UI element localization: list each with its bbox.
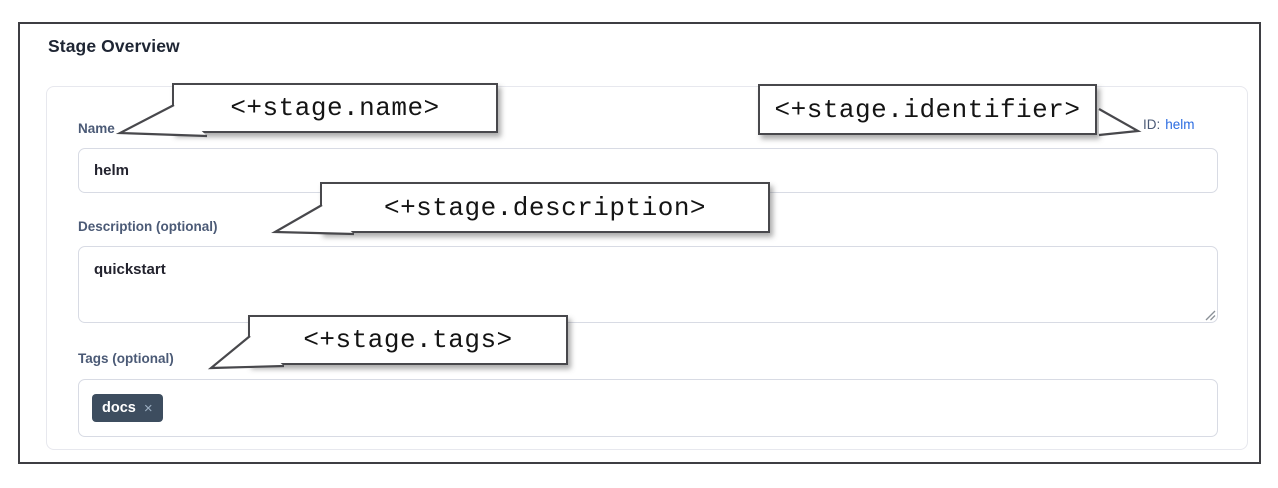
resize-handle-icon[interactable] [1204,309,1216,321]
callout-stage-description: <+stage.description> [271,182,770,236]
callout-stage-identifier: <+stage.identifier> [758,84,1142,137]
tag-chip-label: docs [102,400,136,416]
description-label: Description (optional) [78,219,218,234]
callout-text: <+stage.name> [230,93,440,123]
callout-text: <+stage.tags> [303,325,513,355]
tags-label: Tags (optional) [78,351,174,366]
description-textarea[interactable]: quickstart [78,246,1218,323]
name-label: Name [78,121,115,136]
callout-text: <+stage.description> [383,192,707,223]
tags-input[interactable]: docs × [78,379,1218,437]
id-value: helm [1165,117,1195,132]
stage-id-badge: ID: helm [1143,117,1195,132]
page-title: Stage Overview [48,36,180,56]
tag-remove-icon[interactable]: × [143,399,153,417]
tag-chip: docs × [92,394,163,422]
callout-text: <+stage.identifier> [774,94,1081,125]
callout-stage-name: <+stage.name> [115,83,498,138]
id-label: ID: [1143,117,1161,132]
callout-stage-tags: <+stage.tags> [207,315,568,370]
